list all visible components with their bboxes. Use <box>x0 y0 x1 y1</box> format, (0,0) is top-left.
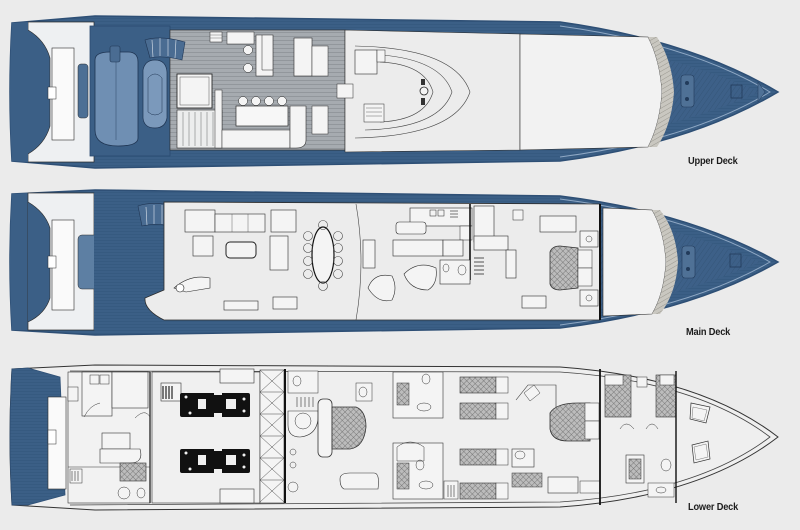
upper-deck-drawing <box>9 15 780 169</box>
engine-1 <box>180 387 250 421</box>
upper-deck-plan: Upper Deck <box>0 0 800 180</box>
lower-deck-drawing <box>9 364 779 511</box>
main-deck-plan: Main Deck <box>0 180 800 355</box>
upper-deck-label: Upper Deck <box>688 155 738 167</box>
engine-2 <box>180 443 250 477</box>
lower-deck-label: Lower Deck <box>688 501 739 513</box>
main-deck-drawing <box>9 189 780 336</box>
main-deck-label: Main Deck <box>686 326 731 338</box>
lower-deck-plan: Lower Deck <box>0 355 800 530</box>
